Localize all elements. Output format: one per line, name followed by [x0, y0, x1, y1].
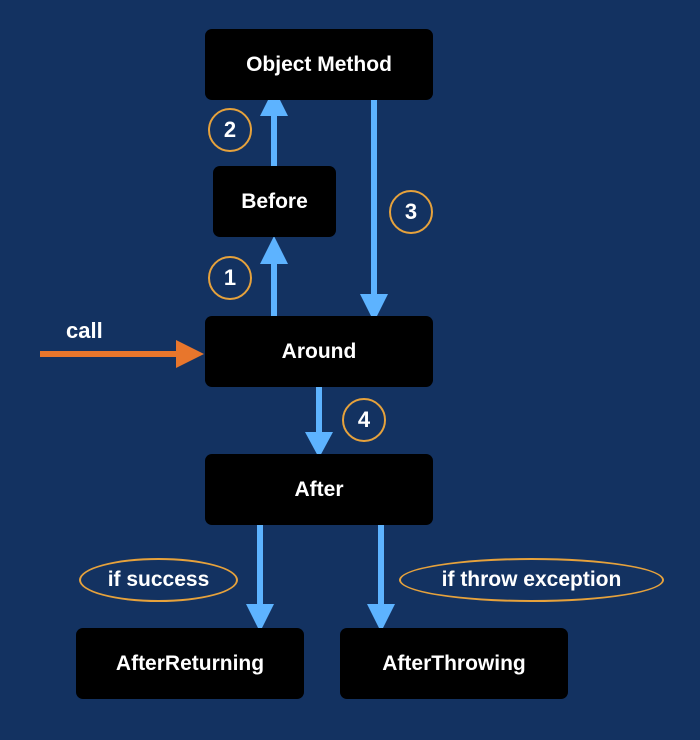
arrow-after-to-after-returning	[246, 524, 274, 632]
node-after-label: After	[294, 477, 344, 501]
node-after-returning: AfterReturning	[76, 628, 304, 699]
node-around: Around	[205, 316, 433, 387]
step-badge-2-label: 2	[223, 117, 237, 142]
arrow-around-to-before	[260, 236, 288, 316]
node-object-method-label: Object Method	[246, 52, 392, 76]
step-badge-3: 3	[389, 190, 433, 234]
arrow-after-to-after-throwing	[367, 524, 395, 632]
node-after-throwing-label: AfterThrowing	[382, 651, 526, 675]
step-badge-1: 1	[208, 256, 252, 300]
step-badge-3-label: 3	[404, 199, 418, 224]
node-after-throwing: AfterThrowing	[340, 628, 568, 699]
node-before: Before	[213, 166, 336, 237]
node-after-returning-label: AfterReturning	[115, 651, 265, 675]
call-label: call	[66, 318, 103, 343]
condition-if-success: if success	[79, 558, 238, 602]
arrow-call-entry	[40, 340, 204, 368]
arrow-around-to-after	[305, 386, 333, 458]
step-badge-2: 2	[208, 108, 252, 152]
arrow-before-to-object-method	[260, 88, 288, 166]
arrow-object-method-to-around	[360, 100, 388, 322]
node-around-label: Around	[281, 339, 357, 363]
step-badge-4: 4	[342, 398, 386, 442]
node-before-label: Before	[241, 189, 308, 213]
node-object-method: Object Method	[205, 29, 433, 100]
condition-if-throw-exception-label: if throw exception	[441, 568, 622, 591]
step-badge-1-label: 1	[223, 265, 237, 290]
condition-if-success-label: if success	[107, 568, 210, 591]
node-after: After	[205, 454, 433, 525]
step-badge-4-label: 4	[357, 407, 371, 432]
condition-if-throw-exception: if throw exception	[399, 558, 664, 602]
